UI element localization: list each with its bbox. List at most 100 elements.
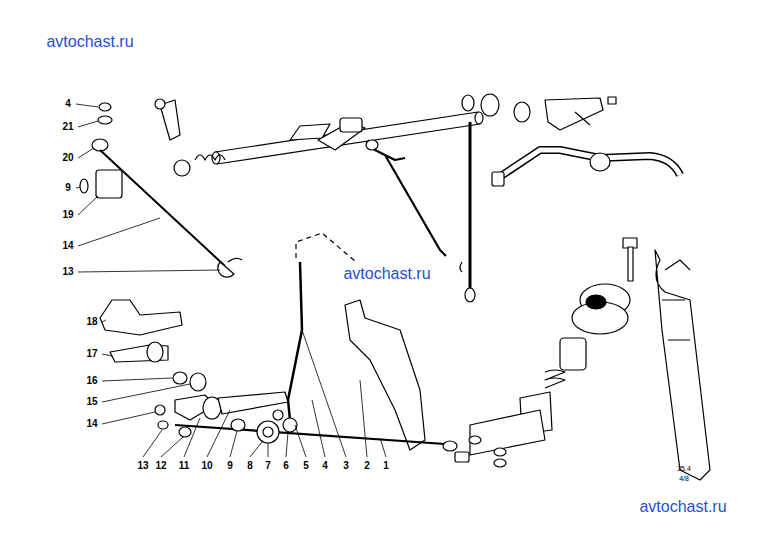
main-shaft: [212, 112, 483, 164]
lower-left-parts-part: [147, 342, 163, 362]
callout-number: 20: [62, 153, 73, 163]
main-shaft-part: [475, 112, 483, 124]
callout-number: 6: [283, 461, 289, 471]
callout-number: 14: [86, 419, 97, 429]
pedal-bar-part: [498, 150, 680, 178]
callout-number: 10: [201, 461, 212, 471]
lower-left-parts-part: [190, 373, 206, 391]
lower-left-parts-part: [273, 410, 283, 420]
rod-1-part: [175, 425, 445, 444]
pedal-bar-part: [492, 172, 504, 186]
pedal-bar-part: [655, 250, 710, 480]
lower-right-assembly-part: [586, 295, 606, 309]
leader-lines-part: [102, 412, 155, 424]
leader-lines-part: [295, 425, 306, 457]
lower-right-assembly-part: [494, 448, 506, 456]
lower-right-assembly: [455, 238, 637, 467]
upper-lever: [290, 118, 446, 256]
upper-left-parts-part: [96, 170, 122, 198]
upper-left-parts-part: [98, 116, 112, 124]
lower-left-parts-part: [179, 427, 191, 437]
bracket-plate: [345, 300, 425, 450]
callout-number: 18: [86, 317, 97, 327]
upper-left-parts-part: [218, 262, 234, 277]
leader-lines-part: [143, 430, 162, 457]
callout-number: 11: [179, 461, 190, 471]
pedal-bar-part: [590, 153, 610, 171]
lower-rod-part: [288, 262, 302, 420]
rod-1-part: [443, 441, 457, 451]
leader-lines-part: [102, 378, 172, 381]
lower-right-assembly-part: [494, 459, 506, 467]
lower-left-parts-part: [263, 427, 273, 437]
leader-lines-part: [102, 354, 112, 356]
upper-right-parts-part: [545, 98, 603, 130]
upper-left-parts-part: [228, 258, 242, 262]
leader-lines-part: [78, 121, 98, 127]
leader-lines-part: [78, 218, 160, 246]
lower-right-assembly-part: [560, 338, 586, 370]
leader-lines-part: [184, 418, 200, 457]
lower-rod: [283, 262, 302, 432]
callout-number: 9: [227, 461, 233, 471]
upper-left-parts-part: [155, 99, 165, 109]
upper-left-parts-part: [92, 139, 108, 151]
dashed-guide: [296, 233, 356, 262]
callout-number: 2: [364, 461, 370, 471]
lower-right-assembly-part: [455, 452, 469, 462]
upper-right-parts-part: [514, 102, 530, 122]
callout-number: 4: [322, 461, 328, 471]
callout-number: 1: [383, 461, 389, 471]
upper-left-parts-part: [100, 150, 225, 266]
callout-number: 8: [247, 461, 253, 471]
lower-left-parts-part: [173, 372, 187, 384]
leader-lines-part: [78, 270, 220, 272]
callout-number: 19: [62, 210, 73, 220]
vertical-rod: [460, 122, 475, 302]
leader-lines-part: [360, 380, 367, 457]
upper-lever-part: [368, 140, 446, 256]
lower-right-assembly-part: [470, 410, 545, 455]
leader-lines-part: [76, 187, 80, 188]
lower-left-parts: [100, 300, 288, 443]
upper-lever-part: [366, 140, 378, 150]
sheet-code: 35.4: [677, 465, 691, 472]
vertical-rod-part: [460, 262, 462, 272]
callout-number: 17: [86, 349, 97, 359]
pedal-bar-part: [662, 300, 690, 340]
lower-left-parts-part: [155, 405, 165, 415]
rod-1: [175, 425, 457, 451]
vertical-rod-part: [465, 288, 475, 302]
upper-right-parts: [462, 94, 616, 130]
leader-lines-part: [76, 104, 98, 107]
upper-left-parts-part: [80, 179, 88, 193]
sheet-code: 4/8: [679, 475, 689, 482]
callout-number: 7: [265, 461, 271, 471]
main-shaft-part: [215, 112, 480, 164]
vertical-rod-part: [469, 122, 472, 290]
pedal-bar-part: [498, 150, 680, 178]
callout-number: 5: [303, 461, 309, 471]
callout-number: 14: [62, 241, 73, 251]
lower-right-assembly-part: [628, 247, 633, 281]
leader-lines: [76, 104, 386, 457]
lower-right-assembly-part: [545, 370, 565, 388]
leader-lines-part: [78, 196, 98, 215]
leader-lines-part: [286, 432, 288, 457]
leader-lines-part: [230, 431, 237, 457]
lower-right-assembly-part: [469, 436, 481, 444]
upper-right-parts-part: [462, 95, 474, 111]
upper-left-parts-part: [174, 160, 190, 176]
leader-lines-part: [102, 384, 190, 402]
upper-left-parts-part: [99, 103, 111, 111]
leader-lines-part: [161, 437, 183, 457]
leader-lines-part: [250, 442, 262, 457]
lower-left-parts-part: [100, 300, 182, 335]
leader-lines-part: [312, 400, 325, 457]
lower-left-parts-part: [257, 421, 279, 443]
upper-left-parts-part: [195, 155, 225, 160]
pedal-bar-part: [665, 260, 690, 270]
callout-number: 3: [343, 461, 349, 471]
callout-number: 16: [86, 376, 97, 386]
